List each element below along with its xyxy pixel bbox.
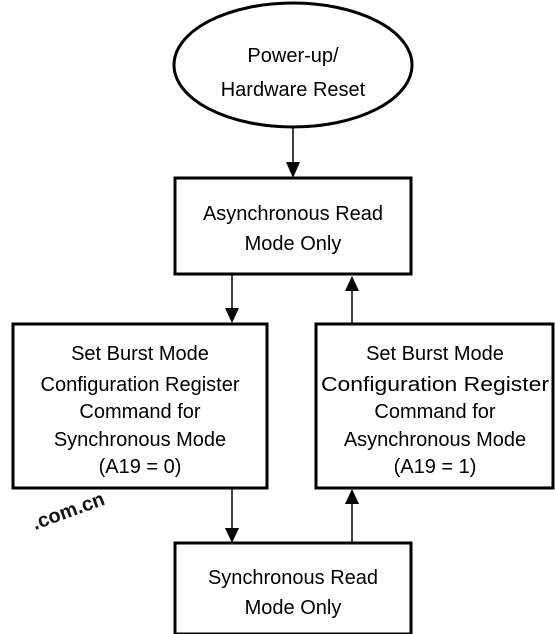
node-sync-read-mode-line1: Synchronous Read — [208, 567, 378, 589]
watermark: .com.cn — [29, 488, 108, 535]
node-power-up-reset: Power-up/ Hardware Reset — [172, 1, 414, 129]
node-set-sync-mode-line3: Command for — [79, 401, 200, 423]
edge-set-async-to-async-read — [345, 276, 359, 323]
edge-set-sync-to-sync-read — [225, 488, 239, 543]
node-power-up-reset-line2: Hardware Reset — [221, 79, 366, 101]
node-set-sync-mode-line2: Configuration Register — [41, 374, 240, 396]
node-set-async-mode-line4: Asynchronous Mode — [344, 429, 526, 451]
edge-sync-read-to-set-async — [345, 489, 359, 543]
node-async-read-mode-line2: Mode Only — [245, 233, 342, 255]
node-sync-read-mode: Synchronous Read Mode Only — [173, 541, 413, 634]
node-sync-read-mode-line2: Mode Only — [245, 597, 342, 619]
node-async-read-mode-line1: Asynchronous Read — [203, 203, 383, 225]
node-set-sync-mode-line1: Set Burst Mode — [71, 343, 209, 365]
node-set-sync-mode: Set Burst Mode Configuration Register Co… — [11, 322, 269, 490]
node-set-sync-mode-line4: Synchronous Mode — [54, 429, 226, 451]
node-set-sync-mode-line5: (A19 = 0) — [99, 456, 182, 478]
node-power-up-reset-line1: Power-up/ — [247, 45, 339, 67]
node-async-read-mode: Asynchronous Read Mode Only — [173, 176, 413, 276]
node-set-async-mode-line3: Command for — [374, 401, 495, 423]
node-set-async-mode: Set Burst Mode Configuration Register Co… — [314, 322, 555, 490]
watermark-text: .com.cn — [29, 488, 108, 535]
node-set-async-mode-line2: Configuration Register — [321, 374, 549, 396]
edge-reset-to-async-read — [286, 128, 300, 178]
node-set-async-mode-line5: (A19 = 1) — [394, 456, 477, 478]
node-set-async-mode-line1: Set Burst Mode — [366, 343, 504, 365]
edge-async-read-to-set-sync — [225, 275, 239, 323]
